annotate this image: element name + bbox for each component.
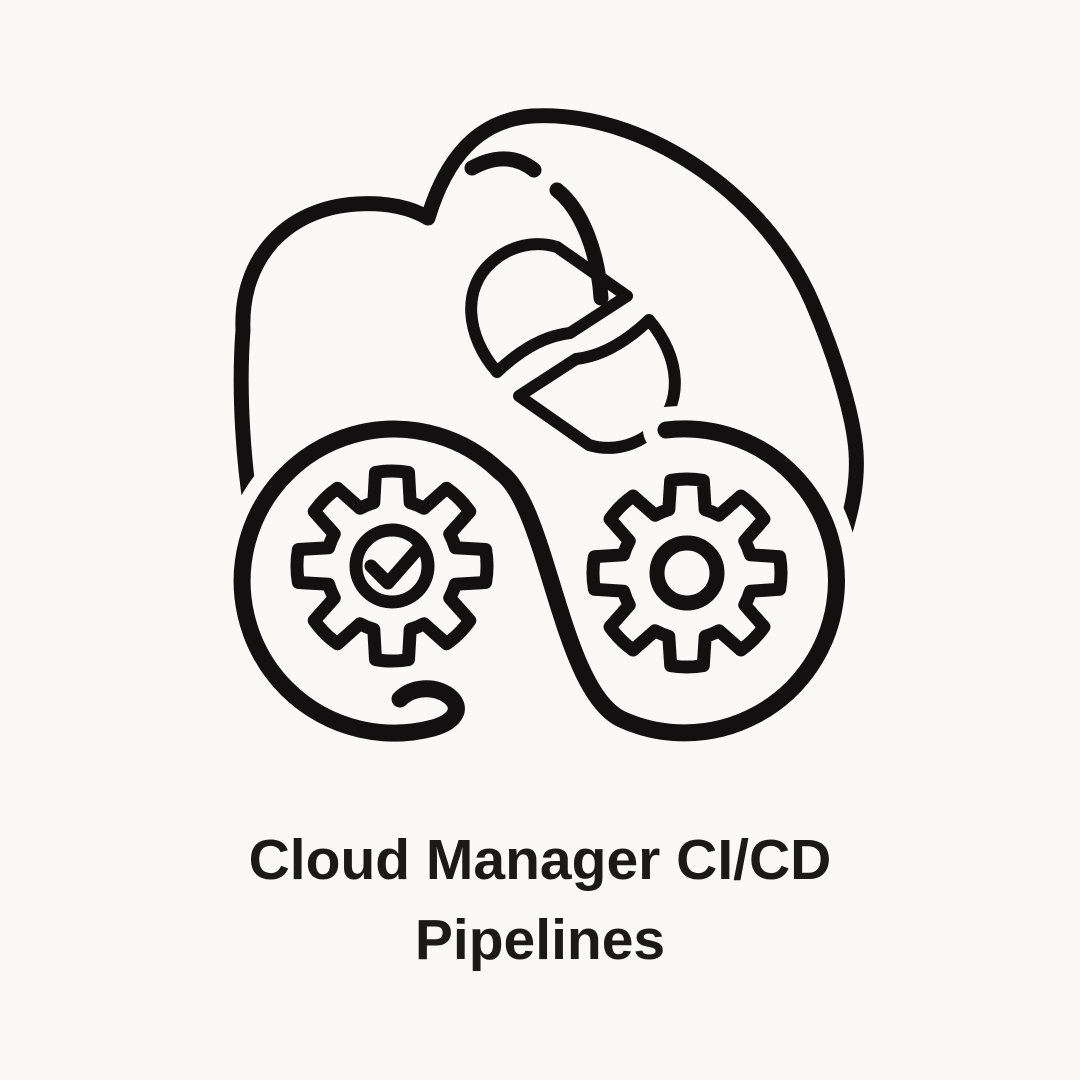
sync-arrow-top [465,238,633,378]
page-title-line-1: Cloud Manager CI/CD [248,828,832,892]
checkmark-icon [364,543,424,590]
page-title-line-2: Pipelines [414,908,666,972]
gear-icon [586,472,788,674]
ci-gear-check-circle [349,523,435,609]
cloud-icon [233,108,864,540]
cloud-highlight-dash-long [549,182,609,306]
infinity-pipeline-loop [233,420,845,742]
gear-with-checkmark-icon [290,464,494,668]
cloud-inner-highlight-dashes [464,151,609,306]
cloud-highlight-dash-short [464,151,542,178]
cd-gear-hub-ring [649,535,725,611]
sync-arrows-icon [465,238,675,448]
cd-gear-body [586,472,788,674]
ci-gear-body [290,464,494,668]
page-title: Cloud Manager CI/CD Pipelines [0,820,1080,980]
